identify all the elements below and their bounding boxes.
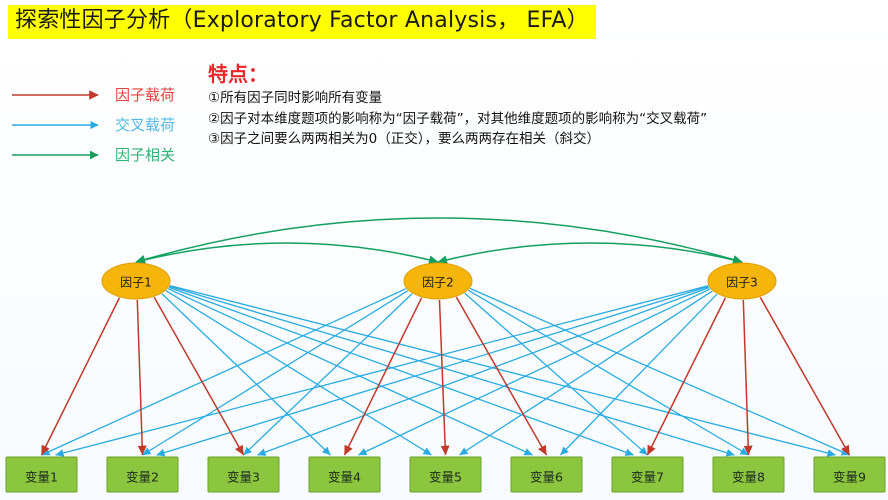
factor-loading-arrows bbox=[40, 296, 851, 456]
factor-node[interactable] bbox=[101, 262, 171, 300]
cross-loading-arrow bbox=[169, 285, 836, 457]
features-item-1: ①所有因子同时影响所有变量 bbox=[208, 90, 383, 106]
factor-node[interactable] bbox=[707, 262, 777, 300]
cross-loading-arrow bbox=[257, 286, 710, 456]
factor-loading-arrow bbox=[455, 296, 548, 456]
variable-node[interactable] bbox=[813, 456, 886, 493]
cross-loading-arrow bbox=[169, 285, 735, 457]
cross-loading-arrow bbox=[464, 292, 648, 456]
factor-correlation-arrow bbox=[437, 242, 743, 265]
cross-loading-arrow bbox=[55, 285, 709, 457]
variable-node[interactable] bbox=[106, 456, 179, 493]
cross-loading-arrow bbox=[459, 290, 713, 456]
variable-node[interactable] bbox=[611, 456, 684, 493]
variable-node[interactable] bbox=[712, 456, 785, 493]
factor-loading-arrow bbox=[343, 297, 423, 456]
variable-boxes bbox=[5, 456, 886, 493]
arrow-right-icon bbox=[12, 120, 99, 130]
variable-node[interactable] bbox=[308, 456, 381, 493]
variable-node[interactable] bbox=[207, 456, 280, 493]
factor-node[interactable] bbox=[403, 262, 473, 300]
legend-label-cross-loading: 交叉载荷 bbox=[115, 116, 176, 135]
factor-loading-arrow bbox=[153, 296, 245, 456]
factor-loading-arrow bbox=[759, 296, 851, 456]
legend-label-correlation: 因子相关 bbox=[115, 146, 176, 165]
factor-loading-arrow bbox=[646, 297, 727, 456]
factor-loading-arrow bbox=[742, 299, 753, 456]
cross-loading-arrow bbox=[168, 286, 634, 456]
features-item-3: ③因子之间要么两两相关为0（正交），要么两两存在相关（斜交） bbox=[208, 131, 600, 147]
cross-loading-arrow bbox=[165, 290, 432, 456]
factor-loading-arrow bbox=[438, 299, 450, 456]
cross-loading-arrow bbox=[468, 289, 749, 456]
variable-node[interactable] bbox=[510, 456, 583, 493]
variable-node[interactable] bbox=[5, 456, 78, 493]
factor-correlation-arrow bbox=[135, 242, 439, 265]
cross-loading-arrow bbox=[41, 288, 407, 456]
arrow-right-icon bbox=[12, 150, 99, 160]
factor-loading-arrow bbox=[136, 299, 147, 456]
cross-loading-arrow bbox=[560, 293, 718, 456]
page-title-text: 探索性因子分析（Exploratory Factor Analysis， EFA… bbox=[15, 8, 589, 33]
factor-correlation-arrow bbox=[135, 217, 743, 264]
cross-loading-arrow bbox=[243, 293, 413, 456]
cross-loading-arrow bbox=[167, 288, 533, 456]
arrow-right-icon bbox=[12, 90, 99, 100]
cross-loading-arrow bbox=[161, 293, 331, 456]
page-title: 探索性因子分析（Exploratory Factor Analysis， EFA… bbox=[8, 5, 596, 39]
variable-node[interactable] bbox=[409, 456, 482, 493]
factor-correlation-arrows bbox=[135, 217, 743, 265]
cross-loading-arrow bbox=[142, 290, 409, 456]
features-block: 特点： ①所有因子同时影响所有变量 ②因子对本维度题项的影响称为“因子载荷”，对… bbox=[208, 62, 707, 150]
cross-loading-arrow bbox=[156, 285, 709, 457]
cross-loading-arrows bbox=[41, 285, 850, 457]
cross-loading-arrow bbox=[358, 288, 711, 456]
factor-nodes bbox=[101, 262, 777, 300]
features-heading: 特点： bbox=[208, 62, 268, 86]
features-item-2: ②因子对本维度题项的影响称为“因子载荷”，对其他维度题项的影响称为“交叉载荷” bbox=[208, 110, 708, 127]
legend-label-loading: 因子载荷 bbox=[115, 86, 176, 105]
factor-loading-arrow bbox=[40, 297, 121, 456]
cross-loading-arrow bbox=[469, 287, 850, 456]
